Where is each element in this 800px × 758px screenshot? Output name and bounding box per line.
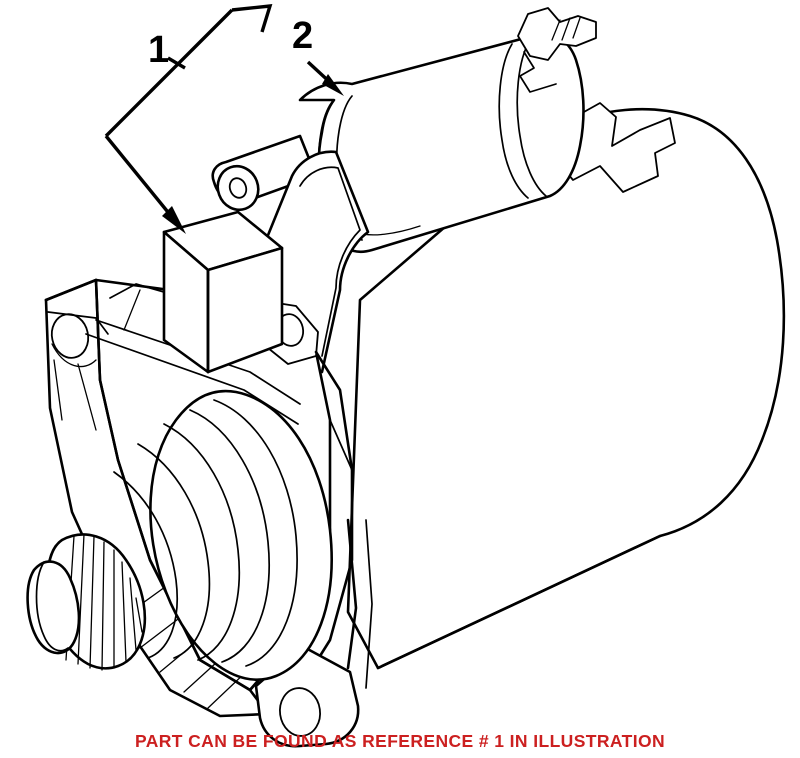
callout-label-2: 2 [292,15,313,57]
callout-2-leader [306,60,344,96]
part-pinion-gear [26,389,333,681]
part-terminal-stud [517,7,597,93]
callout-1-leader [104,4,273,234]
part-yoke-retaining-strap [557,102,676,193]
part-solenoid-nose-boss [211,134,318,212]
callout-label-1: 1 [148,29,169,71]
part-solenoid-connector-block [162,210,284,374]
reference-note: PART CAN BE FOUND AS REFERENCE # 1 IN IL… [134,731,666,751]
